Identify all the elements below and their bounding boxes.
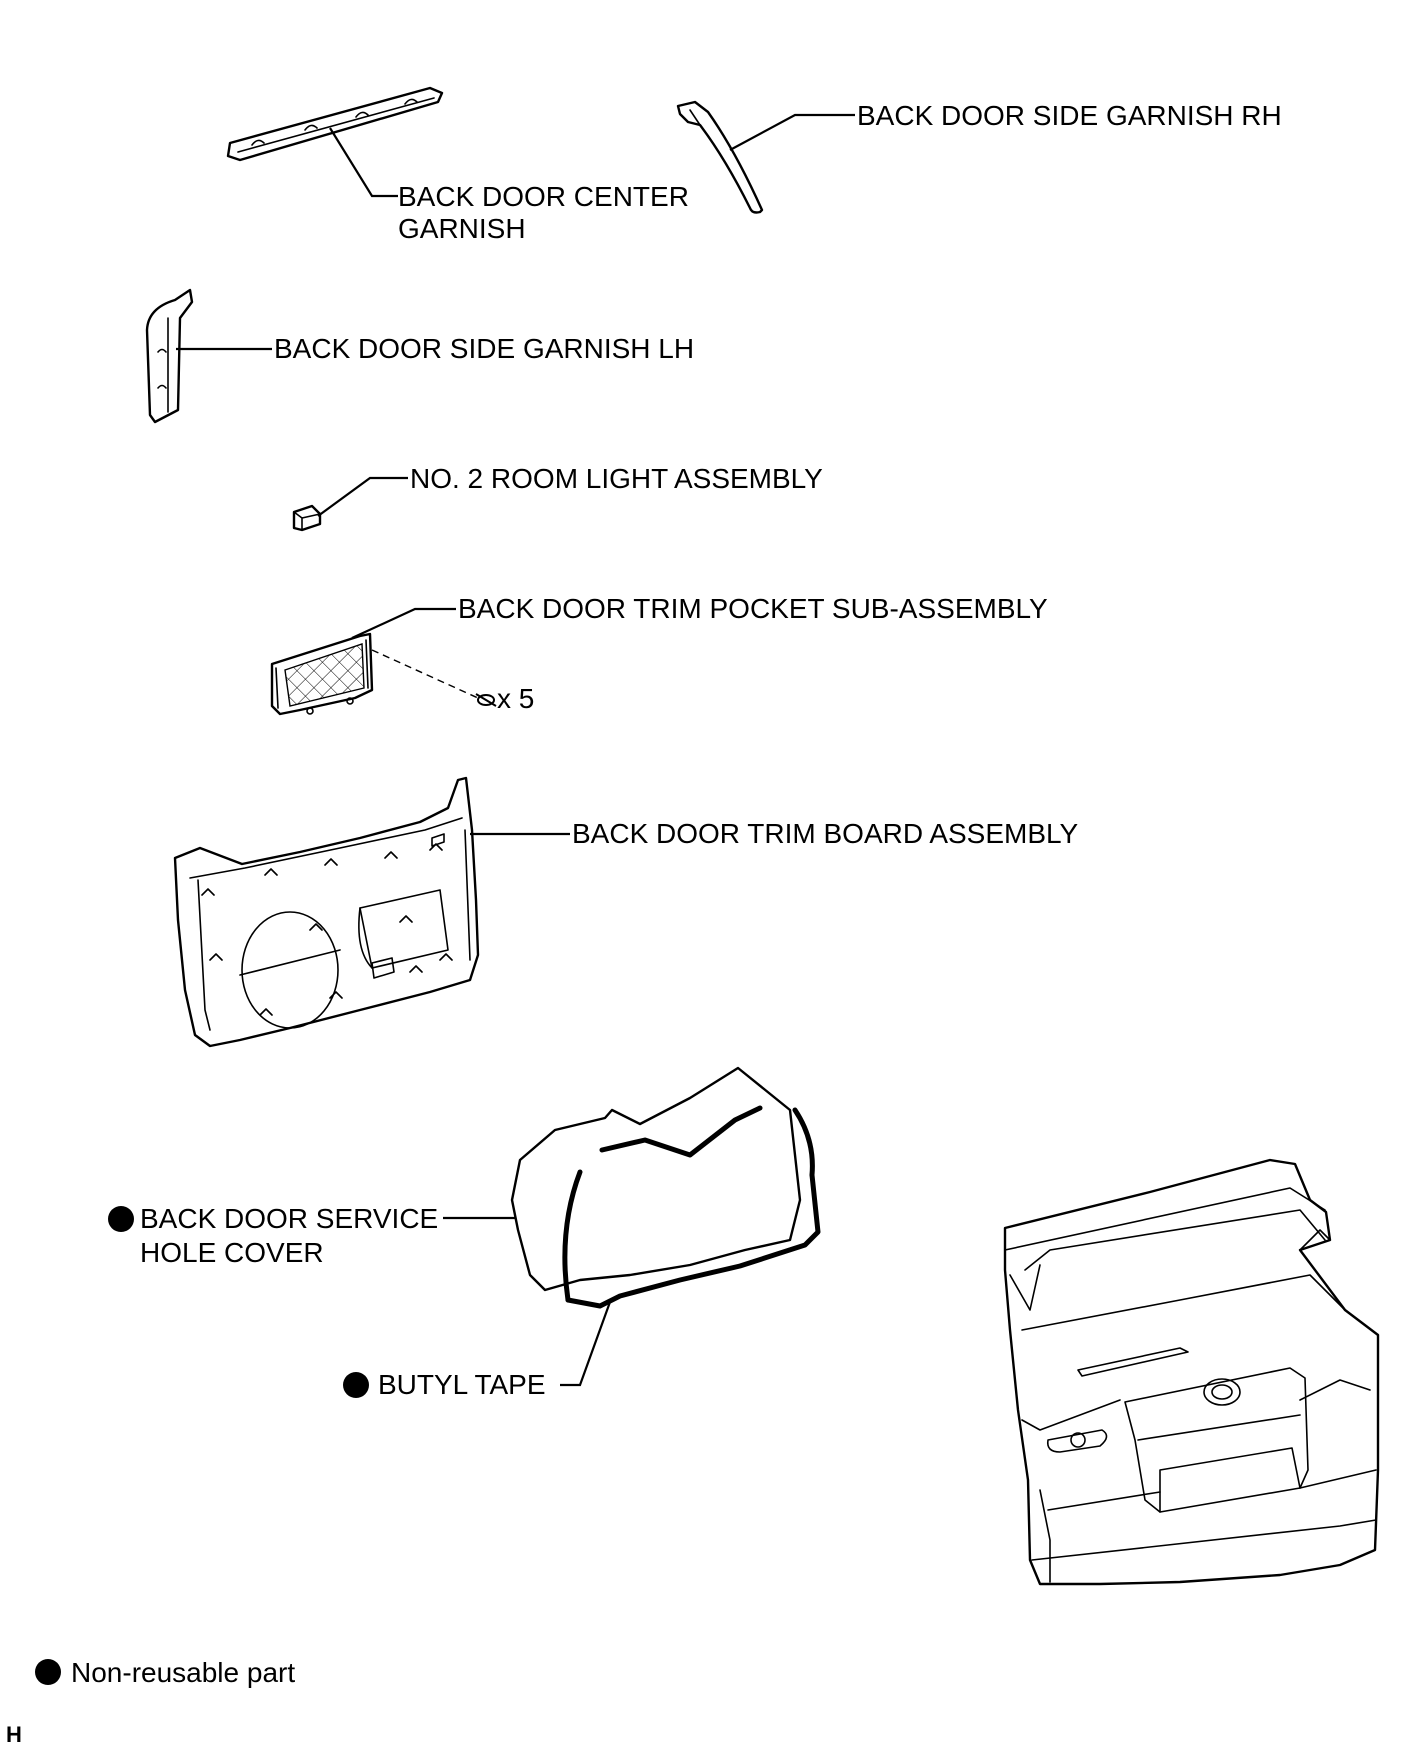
leader-butyl-tape [560, 1301, 612, 1387]
label-clip-count: x 5 [497, 683, 534, 714]
non-reusable-marker-service-hole-cover [108, 1206, 134, 1232]
corner-mark: H [6, 1722, 22, 1747]
back-door-service-hole-cover [510, 1066, 815, 1303]
back-door-center-garnish [226, 86, 444, 162]
legend-non-reusable-marker [35, 1659, 61, 1685]
back-door-trim-pocket [270, 632, 374, 716]
label-side-garnish-lh: BACK DOOR SIDE GARNISH LH [274, 333, 694, 364]
label-center-garnish-line1: BACK DOOR CENTER [398, 181, 689, 212]
non-reusable-marker-butyl-tape [343, 1372, 369, 1398]
label-trim-board: BACK DOOR TRIM BOARD ASSEMBLY [572, 818, 1079, 849]
room-light-assembly [292, 504, 322, 532]
legend-non-reusable-label: Non-reusable part [71, 1657, 295, 1688]
label-room-light: NO. 2 ROOM LIGHT ASSEMBLY [410, 463, 823, 494]
label-butyl-tape: BUTYL TAPE [378, 1369, 546, 1400]
leader-trim-pocket [351, 607, 456, 639]
back-door-side-garnish-lh [145, 288, 194, 424]
label-side-garnish-rh: BACK DOOR SIDE GARNISH RH [857, 100, 1282, 131]
leader-center-garnish [329, 127, 398, 198]
back-door-side-garnish-rh [676, 100, 764, 214]
leader-side-garnish-rh [729, 113, 855, 151]
label-center-garnish-line2: GARNISH [398, 213, 526, 244]
label-trim-pocket: BACK DOOR TRIM POCKET SUB-ASSEMBLY [458, 593, 1048, 624]
butyl-tape [565, 1172, 821, 1309]
dashed-clip-line [371, 649, 479, 699]
back-door-trim-board [173, 776, 480, 1048]
leader-room-light [317, 476, 408, 517]
vehicle-rear-view [1003, 1158, 1380, 1586]
label-service-hole-cover-line1: BACK DOOR SERVICE [140, 1203, 438, 1234]
clip-icon [475, 693, 497, 707]
label-service-hole-cover-line2: HOLE COVER [140, 1237, 324, 1268]
